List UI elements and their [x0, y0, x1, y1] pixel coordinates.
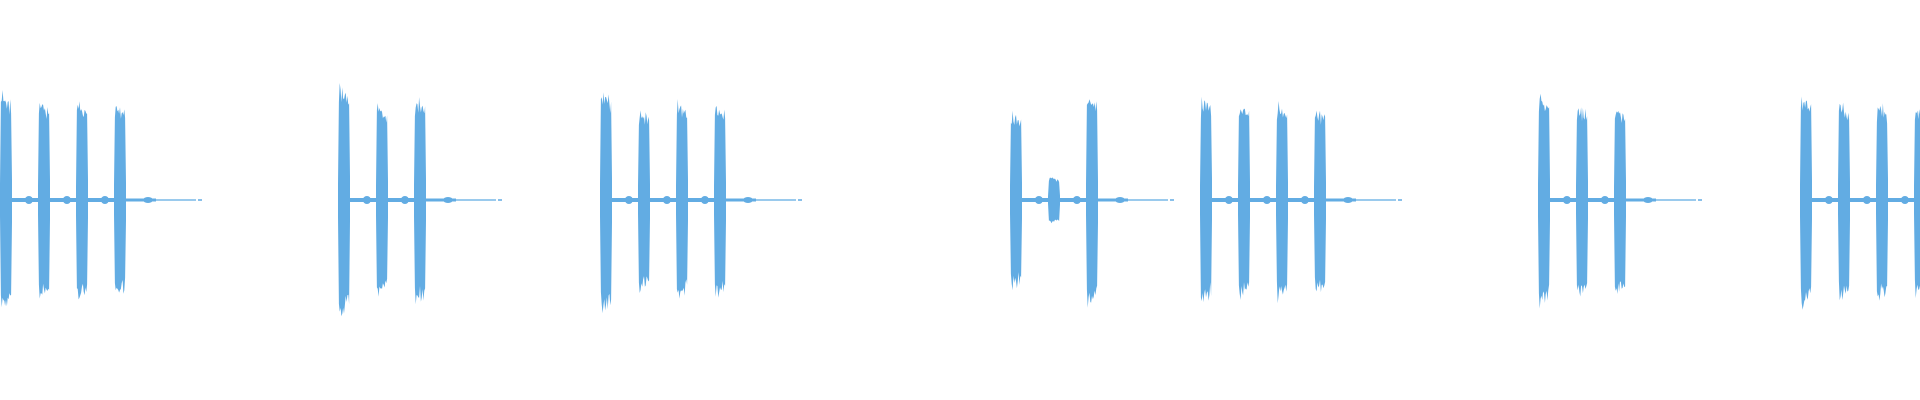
waveform-burst	[1086, 99, 1098, 308]
burst-group	[1010, 99, 1174, 308]
waveform-blip	[662, 196, 671, 204]
waveform-tail	[126, 198, 156, 202]
waveform-tail	[156, 199, 196, 201]
waveform-burst	[376, 103, 388, 297]
waveform-tail	[198, 199, 202, 201]
waveform-tail	[1656, 199, 1696, 201]
waveform-tail	[1098, 198, 1128, 202]
waveform-blip	[1072, 196, 1081, 204]
waveform-tail	[1170, 199, 1174, 201]
waveform-burst	[1238, 108, 1250, 300]
waveform-blip	[443, 197, 453, 203]
waveform-tail	[1356, 199, 1396, 201]
burst-group	[1800, 96, 1920, 310]
waveform-burst	[1200, 96, 1212, 303]
waveform-blip	[743, 197, 753, 203]
burst-group	[0, 90, 202, 308]
waveform-blip	[1562, 196, 1571, 204]
waveform-burst	[76, 101, 88, 300]
waveform-blip	[1115, 197, 1125, 203]
waveform-burst	[1576, 107, 1588, 297]
waveform-blip	[62, 196, 71, 204]
waveform-burst	[114, 106, 126, 294]
waveform-blip	[1600, 196, 1609, 204]
waveform-burst	[1876, 103, 1888, 301]
waveform-blip	[700, 196, 709, 204]
waveform-blip	[1034, 196, 1043, 204]
waveform-blip	[1224, 196, 1233, 204]
waveform-burst	[1048, 177, 1060, 224]
waveform-burst	[1276, 101, 1288, 304]
waveform-burst	[1838, 102, 1850, 301]
waveform-burst	[1010, 110, 1022, 291]
waveform-blip	[624, 196, 633, 204]
waveform-blip	[362, 196, 371, 204]
waveform-blip	[143, 197, 153, 203]
waveform-tail	[426, 198, 456, 202]
waveform-burst	[1800, 96, 1812, 310]
waveform-tail	[456, 199, 496, 201]
waveform-blip	[1643, 197, 1653, 203]
waveform-tail	[1698, 199, 1702, 201]
waveform-tail	[498, 199, 502, 201]
waveform-tail	[1626, 198, 1656, 202]
waveform-burst	[38, 102, 50, 299]
waveform-burst	[1314, 110, 1326, 293]
waveform-burst	[714, 105, 726, 298]
burst-group	[338, 83, 502, 317]
waveform-tail	[798, 199, 802, 201]
waveform-tail	[726, 198, 756, 202]
waveform-tail	[1128, 199, 1168, 201]
waveform-burst	[0, 90, 12, 308]
waveform-burst	[676, 99, 688, 299]
waveform-tail	[1398, 199, 1402, 201]
waveform-blip	[1862, 196, 1871, 204]
waveform-tail	[1326, 198, 1356, 202]
waveform-burst	[600, 92, 612, 314]
waveform-burst	[1538, 93, 1550, 309]
waveform-blip	[24, 196, 33, 204]
waveform-burst	[1914, 109, 1920, 299]
waveform-burst	[638, 110, 650, 293]
waveform-blip	[1824, 196, 1833, 204]
burst-group	[1538, 93, 1702, 309]
waveform-burst	[1614, 110, 1626, 295]
waveform-blip	[1300, 196, 1309, 204]
waveform-blip	[1262, 196, 1271, 204]
waveform-blip	[100, 196, 109, 204]
waveform-blip	[1900, 196, 1909, 204]
waveform-blip	[1343, 197, 1353, 203]
waveform-blip	[400, 196, 409, 204]
burst-group	[1200, 96, 1402, 304]
waveform-burst	[414, 97, 426, 305]
waveform-burst	[338, 83, 350, 317]
burst-group	[600, 92, 802, 314]
waveform-tail	[756, 199, 796, 201]
